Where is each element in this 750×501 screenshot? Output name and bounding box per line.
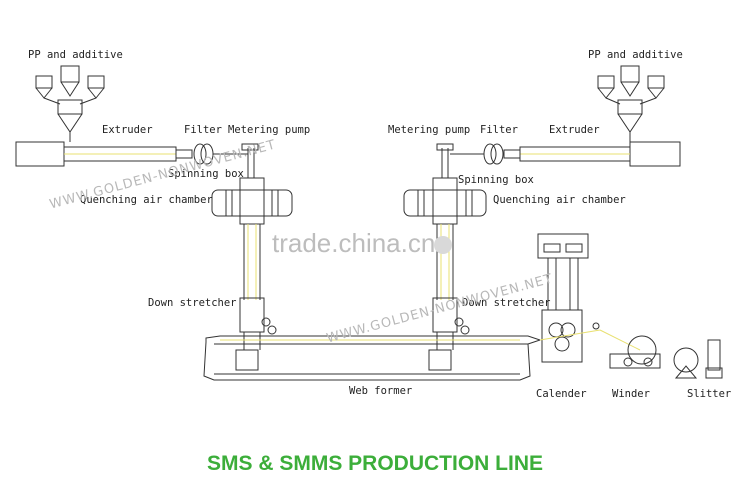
- label-winder: Winder: [612, 388, 650, 400]
- label-pp-right: PP and additive: [588, 49, 683, 61]
- label-pp-left: PP and additive: [28, 49, 123, 61]
- slitter-machine: [673, 339, 723, 379]
- label-spinning-left: Spinning box: [168, 168, 244, 180]
- caption-title: SMS & SMMS PRODUCTION LINE: [206, 452, 543, 475]
- label-extruder-left: Extruder: [102, 124, 153, 136]
- left-spinning: [211, 177, 293, 350]
- production-line-diagram: [15, 65, 723, 381]
- label-extruder-right: Extruder: [549, 124, 600, 136]
- label-slitter: Slitter: [687, 388, 732, 400]
- label-filter-right: Filter: [480, 124, 518, 136]
- right-extruder: [436, 141, 681, 178]
- label-quench-right: Quenching air chamber: [493, 194, 626, 206]
- label-spinning-right: Spinning box: [458, 174, 534, 186]
- left-hoppers: [35, 65, 105, 142]
- watermark-trade: trade.china.cn: [272, 228, 436, 258]
- label-quench-left: Quenching air chamber: [80, 194, 213, 206]
- winder-machine: [599, 329, 661, 369]
- meltblown-feed: [537, 233, 589, 310]
- label-web-former: Web former: [349, 385, 413, 397]
- right-hoppers: [597, 65, 665, 142]
- label-filter-left: Filter: [184, 124, 222, 136]
- label-stretch-left: Down stretcher: [148, 297, 237, 309]
- web-former: [203, 335, 542, 381]
- label-stretch-right: Down stretcher: [462, 297, 551, 309]
- label-metering-right: Metering pump: [388, 124, 471, 136]
- right-spinning: [403, 177, 487, 350]
- label-metering-left: Metering pump: [228, 124, 311, 136]
- calender-machine: [539, 309, 601, 363]
- label-calender: Calender: [536, 388, 587, 400]
- watermark-trade-logo: [434, 236, 452, 254]
- left-extruder: [15, 141, 259, 178]
